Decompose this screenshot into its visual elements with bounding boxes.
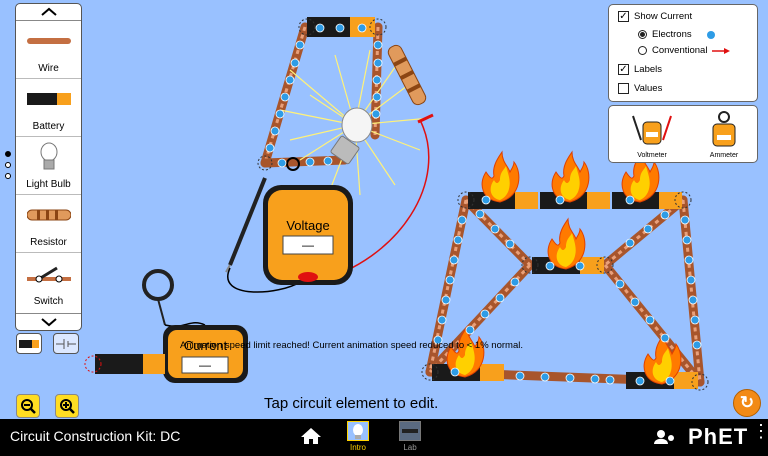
battery-icon (19, 339, 39, 348)
view-options-panel: ✓ Show Current Electrons Conventional ✓ … (608, 4, 758, 102)
screen-tab-intro[interactable]: Intro (340, 421, 376, 455)
toolbox-item-label: Light Bulb (26, 179, 71, 190)
screen-tab-label: Lab (403, 443, 417, 452)
phet-logo[interactable]: PhET (688, 424, 749, 449)
checkbox-unchecked-icon (618, 83, 629, 94)
toolbox-item-label: Battery (32, 121, 65, 132)
toolbox-item-label: Switch (33, 296, 64, 307)
right-circuit[interactable] (421, 151, 709, 391)
phet-menu-button[interactable]: ⋮ (752, 422, 768, 440)
page-dot[interactable] (5, 173, 11, 179)
screen-tab-lab[interactable]: Lab (392, 421, 428, 455)
toolbox-page-indicator (5, 151, 11, 184)
chevron-down-icon (40, 318, 57, 327)
light-bulb-icon (353, 424, 363, 439)
light-bulb-icon (40, 142, 57, 170)
ammeter-tool-label: Ammeter (709, 152, 739, 159)
tap-to-edit-message: Tap circuit element to edit. (264, 395, 439, 412)
resistor-icon (26, 209, 71, 221)
sim-title: Circuit Construction Kit: DC (10, 428, 181, 444)
wire-icon (26, 38, 71, 44)
toolbox-item-switch[interactable]: Switch (16, 253, 81, 311)
labels-checkbox[interactable]: ✓ Labels (618, 64, 662, 75)
electron-icon (706, 30, 715, 39)
electrons (433, 195, 702, 386)
play-area[interactable]: Voltage — Current — Animation speed limi… (0, 0, 768, 419)
zoom-in-icon (60, 399, 75, 414)
chevron-up-icon (40, 7, 57, 16)
radio-unselected-icon (638, 46, 647, 55)
ammeter[interactable] (142, 269, 248, 383)
toolbox-item-light-bulb[interactable]: Light Bulb (16, 137, 81, 195)
switch[interactable] (286, 157, 300, 171)
checkbox-checked-icon: ✓ (618, 63, 629, 75)
page-dot[interactable] (5, 151, 11, 157)
show-current-label: Show Current (634, 11, 693, 22)
home-button[interactable] (300, 427, 322, 450)
zoom-in-button[interactable] (55, 394, 79, 418)
toolbox-item-label: Wire (38, 63, 59, 74)
voltmeter-readout: — (302, 238, 314, 252)
battery-icon (26, 93, 71, 105)
intro-thumbnail (347, 421, 369, 441)
circuit-canvas[interactable] (0, 0, 768, 419)
radio-selected-icon (638, 30, 647, 39)
toolbox-item-label: Resistor (30, 237, 67, 248)
sensor-toolbox: Voltmeter Ammeter (608, 105, 758, 163)
toolbox-item-resistor[interactable]: Resistor (16, 195, 81, 253)
battery-loose[interactable] (84, 354, 165, 374)
page-dot[interactable] (5, 162, 11, 168)
voltmeter-tool[interactable]: Voltmeter (627, 110, 677, 162)
more-vertical-icon: ⋮ (752, 421, 768, 441)
zoom-out-icon (21, 399, 36, 414)
schematic-view-toggle[interactable] (53, 333, 79, 354)
toolbox-item-wire[interactable]: Wire (16, 21, 81, 79)
resistor[interactable] (386, 43, 428, 106)
zoom-out-button[interactable] (16, 394, 40, 418)
voltmeter[interactable] (263, 185, 353, 285)
electrons (265, 23, 383, 168)
reset-all-button[interactable]: ↻ (733, 389, 761, 417)
speed-limit-message: Animation speed limit reached! Current a… (180, 340, 523, 351)
keyboard-help-button[interactable] (654, 429, 676, 450)
toolbox-item-battery[interactable]: Battery (16, 79, 81, 137)
reset-icon: ↻ (739, 393, 755, 412)
ammeter-label: Current (183, 338, 228, 353)
electrons-label: Electrons (652, 29, 692, 40)
people-icon (654, 430, 674, 444)
lifelike-view-toggle[interactable] (16, 333, 42, 354)
toolbox-scroll-down-button[interactable] (16, 313, 81, 330)
switch-icon (26, 266, 71, 283)
show-current-checkbox[interactable]: ✓ Show Current (618, 11, 692, 22)
light-bulb[interactable] (330, 107, 373, 165)
lab-thumbnail (399, 421, 421, 441)
voltmeter-tool-label: Voltmeter (637, 152, 667, 159)
ammeter-tool[interactable]: Ammeter (699, 110, 749, 162)
toolbox-scroll-up-button[interactable] (16, 4, 81, 21)
screen-tab-label: Intro (349, 443, 366, 452)
navigation-bar: Circuit Construction Kit: DC Intro Lab P… (0, 419, 768, 456)
ammeter-icon (712, 111, 736, 147)
checkbox-checked-icon: ✓ (618, 10, 629, 22)
red-arrow-icon (712, 47, 731, 54)
ammeter-readout: — (199, 358, 211, 372)
values-checkbox[interactable]: Values (618, 83, 662, 94)
lab-icon (402, 429, 418, 433)
circuit-element-toolbox: Wire Battery Light Bulb Resistor Switch (15, 3, 82, 331)
voltmeter-icon (632, 115, 672, 145)
electrons-radio[interactable]: Electrons (638, 29, 715, 40)
schematic-battery-icon (56, 338, 76, 349)
values-label: Values (634, 83, 663, 94)
conventional-radio[interactable]: Conventional (638, 45, 731, 56)
home-icon (301, 428, 321, 444)
labels-label: Labels (634, 64, 662, 75)
conventional-label: Conventional (652, 45, 708, 56)
left-circuit[interactable] (257, 17, 431, 196)
wire[interactable] (260, 155, 350, 168)
voltmeter-label: Voltage (286, 218, 330, 233)
